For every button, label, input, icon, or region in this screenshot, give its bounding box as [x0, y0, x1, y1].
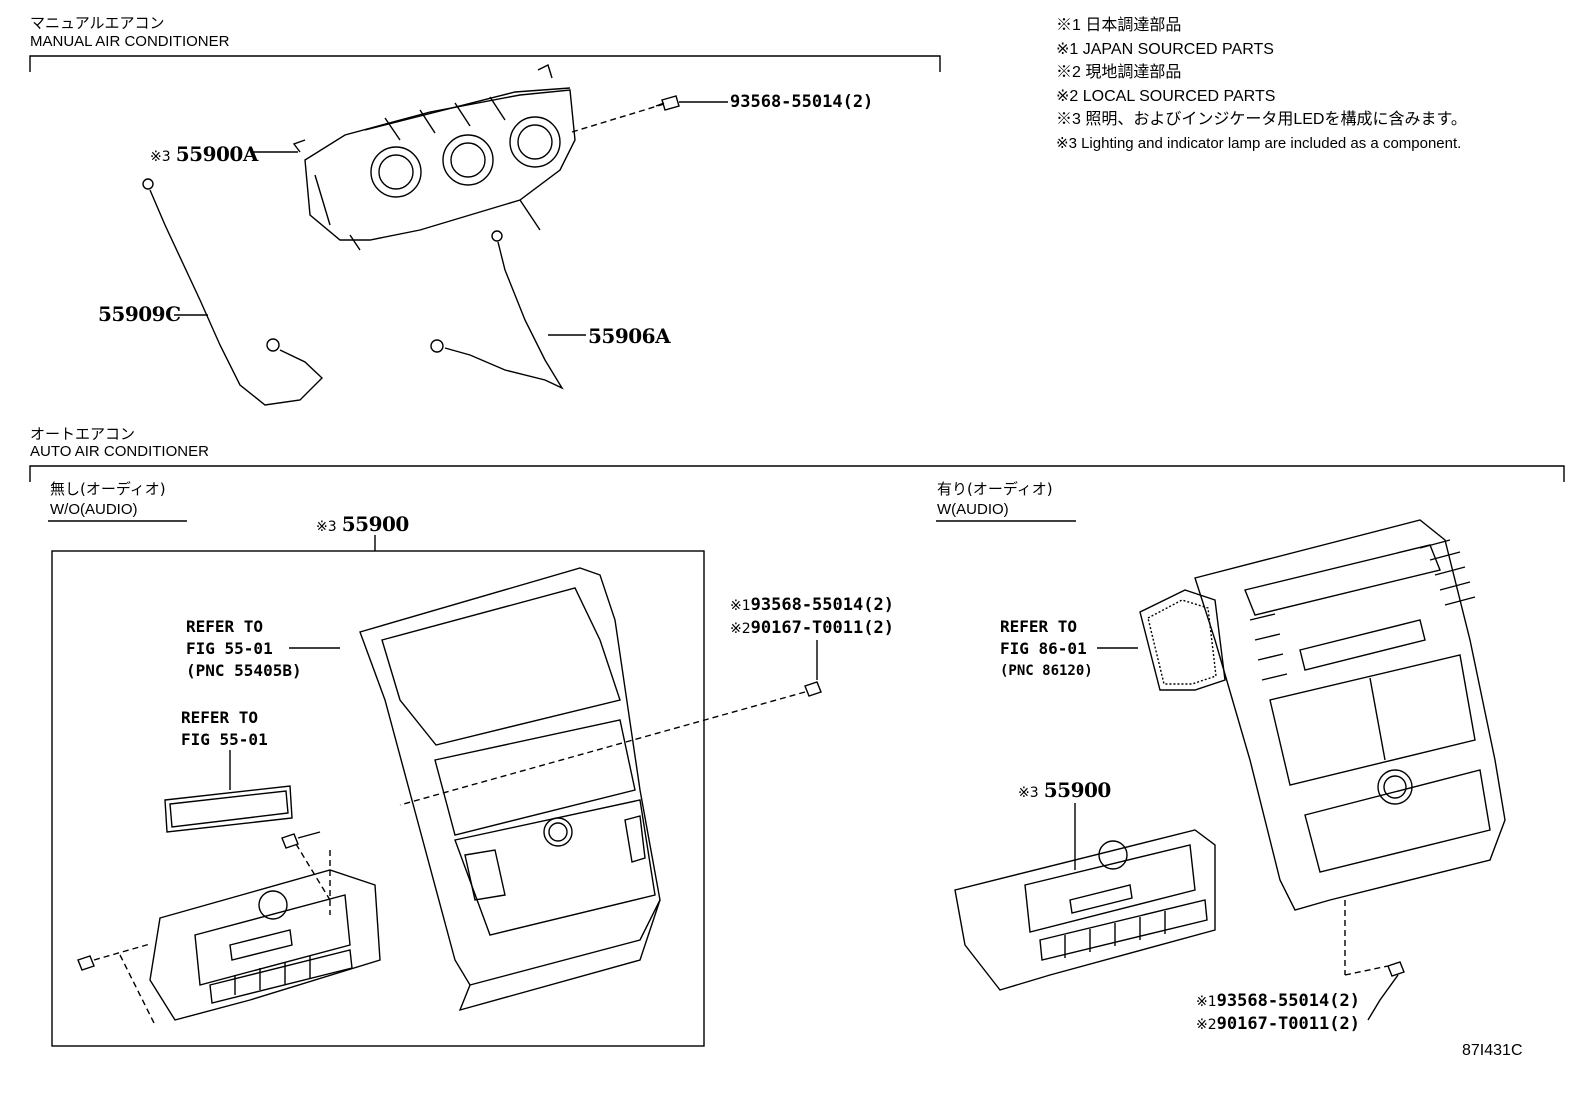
manual-section-bracket [29, 55, 941, 72]
w-refer-line3: (PNC 86120) [1000, 663, 1093, 679]
auto-section-bracket [29, 465, 1565, 482]
wire-55909c-drawing [142, 178, 324, 406]
callout-w-55900-mark: ※3 [1018, 785, 1039, 801]
w-audio-screw-drawing [1344, 900, 1405, 977]
callout-wo-55900-number: 55900 [341, 512, 410, 536]
wo-audio-ac-unit-drawing [149, 869, 381, 1021]
wo-screw2-mark: ※2 [730, 621, 751, 637]
callout-wo-55900-mark: ※3 [316, 519, 337, 535]
callout-55900a-number: 55900A [175, 142, 259, 166]
wo-refer1-line2: FIG 55-01 [186, 639, 273, 658]
note-2-en: ※2 LOCAL SOURCED PARTS [1056, 87, 1276, 105]
manual-title-en: MANUAL AIR CONDITIONER [30, 33, 230, 50]
note-1-en: ※1 JAPAN SOURCED PARTS [1056, 40, 1274, 58]
wo-audio-label-jp: 無し(オーディオ) [50, 480, 166, 498]
w-refer-fig-86-01: REFER TO FIG 86-01 (PNC 86120) [1000, 616, 1093, 682]
w-refer-line1: REFER TO [1000, 617, 1078, 636]
wo-screw1-mark: ※1 [730, 598, 751, 614]
note-3-en: ※3 Lighting and indicator lamp are inclu… [1056, 134, 1462, 152]
w-audio-label-jp: 有り(オーディオ) [937, 480, 1053, 498]
manual-title-jp: マニュアルエアコン [30, 14, 165, 32]
manual-screw-drawing [571, 95, 728, 133]
callout-w-55900: ※3 55900 [1018, 778, 1111, 802]
wo-audio-label-en: W/O(AUDIO) [50, 501, 138, 518]
figure-id: 87I431C [1462, 1042, 1523, 1059]
wo-audio-dashed-leaders [119, 691, 806, 1026]
callout-55906a: 55906A [588, 324, 671, 348]
notes-block: ※1 日本調達部品 ※1 JAPAN SOURCED PARTS ※2 現地調達… [1056, 14, 1467, 155]
callout-55900a: ※3 55900A [150, 142, 258, 166]
note-3-jp: ※3 照明、およびインジケータ用LEDを構成に含みます。 [1056, 111, 1467, 128]
w-screw-callout: ※193568-55014(2) ※290167-T0011(2) [1196, 990, 1360, 1036]
manual-ac-control-drawing [292, 64, 576, 251]
callout-wo-55900: ※3 55900 [316, 512, 409, 536]
w-screw2-mark: ※2 [1196, 1017, 1217, 1033]
w-audio-speaker-grille-drawing [1139, 589, 1226, 691]
w-audio-bezel-drawing [1194, 519, 1506, 911]
wo-refer-fig-55-01-pnc: REFER TO FIG 55-01 (PNC 55405B) [186, 616, 302, 682]
wo-refer2-line2: FIG 55-01 [181, 730, 268, 749]
wo-screw-callout: ※193568-55014(2) ※290167-T0011(2) [730, 594, 894, 640]
auto-title-jp: オートエアコン [30, 425, 136, 443]
wo-audio-screws-drawing [77, 640, 822, 971]
note-1-jp: ※1 日本調達部品 [1056, 17, 1182, 34]
w-audio-ac-unit-drawing [954, 829, 1216, 991]
w-screw1-number: 93568-55014(2) [1216, 991, 1360, 1011]
wo-refer1-line3: (PNC 55405B) [186, 661, 302, 680]
wire-55906a-drawing [430, 230, 586, 390]
wo-audio-frame [51, 550, 705, 1047]
w-screw-leader [1367, 974, 1399, 1021]
wo-audio-bezel-drawing [359, 567, 661, 1012]
wo-refer1-line1: REFER TO [186, 617, 264, 636]
callout-55909c: 55909C [98, 302, 181, 326]
w-audio-label-en: W(AUDIO) [937, 501, 1009, 518]
note-2-jp: ※2 現地調達部品 [1056, 64, 1182, 81]
w-screw1-mark: ※1 [1196, 994, 1217, 1010]
wo-refer2-line1: REFER TO [181, 708, 259, 727]
callout-manual-screw: 93568-55014(2) [730, 92, 874, 112]
callout-55900a-mark: ※3 [150, 149, 171, 165]
callout-w-55900-number: 55900 [1043, 778, 1112, 802]
wo-refer-fig-55-01: REFER TO FIG 55-01 [181, 707, 268, 751]
w-refer-line2: FIG 86-01 [1000, 639, 1087, 658]
auto-title-en: AUTO AIR CONDITIONER [30, 443, 209, 460]
wo-screw1-number: 93568-55014(2) [750, 595, 894, 615]
wo-screw2-number: 90167-T0011(2) [750, 618, 894, 638]
w-screw2-number: 90167-T0011(2) [1216, 1014, 1360, 1034]
wo-audio-label-plate-drawing [164, 750, 293, 833]
